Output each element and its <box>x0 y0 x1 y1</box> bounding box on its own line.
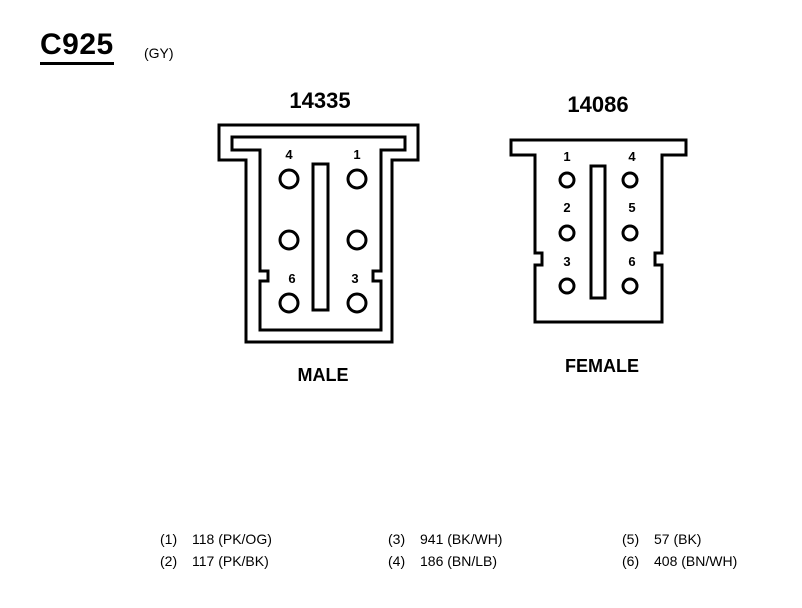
wire-pin-number: (6) <box>622 553 640 569</box>
female-pin-label: 6 <box>628 254 635 269</box>
female-housing <box>509 138 688 324</box>
female-pin-label: 5 <box>628 200 635 215</box>
female-connector: 14086 1 4 2 5 3 6 FEMALE <box>509 92 688 376</box>
female-pin-1 <box>558 171 576 189</box>
male-part-number: 14335 <box>289 88 350 113</box>
male-pin-mid-right <box>346 229 368 251</box>
wire-pin-number: (4) <box>388 553 406 569</box>
wire-legend-item: (1) 118 (PK/OG) <box>160 528 272 550</box>
wire-description: 408 (BN/WH) <box>654 553 738 569</box>
wire-pin-number: (1) <box>160 531 178 547</box>
female-pin-3 <box>558 277 576 295</box>
male-connector: 14335 4 1 6 3 MALE <box>217 88 420 385</box>
wire-legend-item: (6) 408 (BN/WH) <box>622 550 737 572</box>
female-pin-label: 2 <box>563 200 570 215</box>
male-pin-label: 6 <box>288 271 295 286</box>
male-label: MALE <box>298 365 349 385</box>
female-pin-2 <box>558 224 576 242</box>
wire-description: 118 (PK/OG) <box>192 531 272 547</box>
male-pin-label: 4 <box>285 147 293 162</box>
female-pin-label: 4 <box>628 149 636 164</box>
wire-legend-item: (3) 941 (BK/WH) <box>388 528 502 550</box>
wire-description: 117 (PK/BK) <box>192 553 269 569</box>
wire-pin-number: (3) <box>388 531 406 547</box>
wire-legend-column: (5) 57 (BK) (6) 408 (BN/WH) <box>622 528 737 572</box>
wire-legend-item: (4) 186 (BN/LB) <box>388 550 502 572</box>
wire-legend-column: (1) 118 (PK/OG) (2) 117 (PK/BK) <box>160 528 272 572</box>
male-pin-6 <box>278 292 300 314</box>
male-housing-outer <box>217 123 420 344</box>
male-pin-4 <box>278 168 300 190</box>
wire-legend-column: (3) 941 (BK/WH) (4) 186 (BN/LB) <box>388 528 502 572</box>
wire-pin-number: (5) <box>622 531 640 547</box>
wire-description: 941 (BK/WH) <box>420 531 503 547</box>
connector-title: C925 <box>40 30 114 65</box>
male-pin-mid-left <box>278 229 300 251</box>
female-part-number: 14086 <box>567 92 628 117</box>
connector-color: (GY) <box>144 45 174 61</box>
female-pin-label: 3 <box>563 254 570 269</box>
wire-legend-item: (5) 57 (BK) <box>622 528 737 550</box>
male-pin-1 <box>346 168 368 190</box>
male-housing-inner <box>230 135 407 332</box>
connector-id: C925 <box>40 30 114 65</box>
male-pin-3 <box>346 292 368 314</box>
female-pin-label: 1 <box>563 149 570 164</box>
wire-legend-item: (2) 117 (PK/BK) <box>160 550 272 572</box>
female-key-slot <box>589 164 607 300</box>
male-pin-label: 1 <box>353 147 360 162</box>
male-pin-label: 3 <box>351 271 358 286</box>
female-pin-6 <box>621 277 639 295</box>
female-label: FEMALE <box>565 356 639 376</box>
male-key-slot <box>311 162 330 312</box>
female-pin-4 <box>621 171 639 189</box>
female-pin-5 <box>621 224 639 242</box>
wire-description: 186 (BN/LB) <box>420 553 498 569</box>
wire-pin-number: (2) <box>160 553 178 569</box>
wire-description: 57 (BK) <box>654 531 702 547</box>
